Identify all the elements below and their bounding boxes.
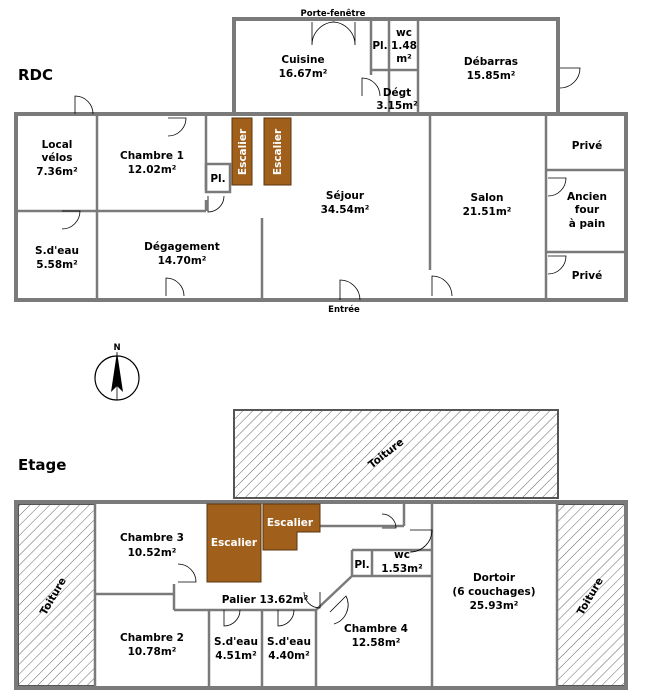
sdeau2-name: S.d'eau bbox=[267, 636, 311, 648]
chambre2-area: 10.78m² bbox=[128, 646, 177, 658]
local-velos-name2: vélos bbox=[41, 152, 72, 164]
chambre3-name: Chambre 3 bbox=[120, 532, 184, 544]
etage-walls bbox=[14, 500, 628, 690]
rdc-stairs: Escalier Escalier bbox=[231, 117, 292, 186]
rdc-room-labels: Porte-fenêtre Entrée Cuisine 16.67m² Pl.… bbox=[35, 8, 607, 315]
etage-escalier-a-label: Escalier bbox=[211, 537, 258, 549]
sdeau-name: S.d'eau bbox=[35, 245, 79, 257]
porte-fenetre-label: Porte-fenêtre bbox=[301, 8, 366, 19]
etage-room-labels: Chambre 3 10.52m² Pl. wc 1.53m² Palier 1… bbox=[120, 532, 536, 662]
chambre4-name: Chambre 4 bbox=[344, 623, 408, 635]
salon-name: Salon bbox=[471, 192, 504, 204]
chambre1-name: Chambre 1 bbox=[120, 150, 184, 162]
palier-label: Palier 13.62m² bbox=[222, 594, 309, 606]
degagement-name: Dégagement bbox=[144, 241, 220, 253]
sdeau2-area: 4.40m² bbox=[268, 650, 310, 662]
etage-wc-area: 1.53m² bbox=[381, 563, 423, 575]
chambre4-area: 12.58m² bbox=[352, 637, 401, 649]
sdeau1-name: S.d'eau bbox=[214, 636, 258, 648]
sejour-area: 34.54m² bbox=[321, 204, 370, 216]
wc-area: 1.48 bbox=[391, 40, 417, 52]
etage-pl-label: Pl. bbox=[354, 559, 369, 571]
pl-left-label: Pl. bbox=[210, 173, 225, 185]
salon-area: 21.51m² bbox=[463, 206, 512, 218]
etage-stairs: Escalier Escalier bbox=[206, 503, 321, 583]
four-line3: à pain bbox=[569, 218, 605, 230]
entree-label: Entrée bbox=[328, 304, 360, 315]
prive-top-label: Privé bbox=[572, 140, 602, 152]
rdc-escalier-a-label: Escalier bbox=[237, 128, 249, 175]
four-line2: four bbox=[575, 204, 600, 216]
rdc-doors bbox=[61, 21, 581, 301]
debarras-area: 15.85m² bbox=[467, 70, 516, 82]
sejour-name: Séjour bbox=[326, 190, 365, 202]
chambre3-area: 10.52m² bbox=[128, 547, 177, 559]
etage-escalier-b-label: Escalier bbox=[267, 517, 314, 529]
dortoir-name: Dortoir bbox=[473, 572, 516, 584]
chambre2-name: Chambre 2 bbox=[120, 632, 184, 644]
etage-roofs: Toiture Toiture Toiture bbox=[17, 409, 626, 687]
compass-north-label: N bbox=[113, 343, 120, 353]
degagement-area: 14.70m² bbox=[158, 255, 207, 267]
local-velos-area: 7.36m² bbox=[36, 166, 78, 178]
compass-rose: N bbox=[94, 343, 140, 401]
prive-bottom-label: Privé bbox=[572, 270, 602, 282]
sdeau1-area: 4.51m² bbox=[215, 650, 257, 662]
etage-title: Etage bbox=[18, 456, 66, 474]
etage-wc-name: wc bbox=[394, 549, 410, 561]
rdc-escalier-b-label: Escalier bbox=[272, 128, 284, 175]
local-velos-name1: Local bbox=[42, 139, 73, 151]
rdc-title: RDC bbox=[18, 66, 53, 84]
etage-doors bbox=[177, 513, 433, 627]
rdc-walls bbox=[14, 17, 628, 302]
cuisine-name: Cuisine bbox=[281, 54, 324, 66]
degt-name: Dégt bbox=[383, 87, 411, 99]
chambre1-area: 12.02m² bbox=[128, 164, 177, 176]
degt-area: 3.15m² bbox=[376, 100, 418, 112]
dortoir-area: 25.93m² bbox=[470, 600, 519, 612]
dortoir-beds: (6 couchages) bbox=[452, 586, 535, 598]
wc-unit: m² bbox=[396, 53, 412, 65]
wc-name: wc bbox=[396, 27, 412, 39]
four-line1: Ancien bbox=[567, 191, 607, 203]
pl-top-label: Pl. bbox=[372, 40, 387, 52]
cuisine-area: 16.67m² bbox=[279, 68, 328, 80]
debarras-name: Débarras bbox=[464, 56, 518, 68]
sdeau-area: 5.58m² bbox=[36, 259, 78, 271]
